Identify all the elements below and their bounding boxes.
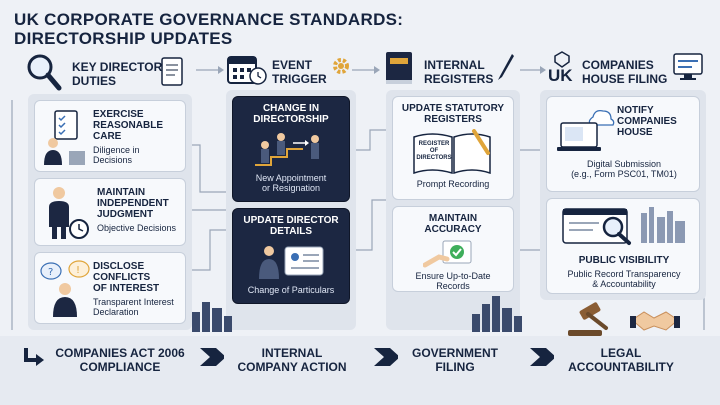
pen-icon [498,54,514,80]
flow-step-2: Internal Company Action [237,346,347,374]
duty-card-independent-judgment: Maintain Independent Judgment Objective … [34,178,186,246]
connector-card3 [190,229,230,271]
duty-card-2-title: Maintain Independent Judgment [97,187,169,220]
book-pen-icon [386,52,412,84]
chevron-right-icon-4 [530,348,554,366]
column-heading-3: Internal Registers [424,58,494,86]
city-skyline-icon-2 [472,296,522,332]
column-heading-1: Key Director Duties [72,60,163,88]
connector-card1 [190,144,230,193]
flow-bar [0,336,720,405]
title-line-1: UK Corporate Governance Standards: [14,10,404,29]
register-card-update-statutory-registers: Update Statutory Registers Register of D… [392,96,514,200]
register-card-2-title: Maintain Accuracy [424,213,482,235]
register-card-2-subtitle: Ensure Up-to-Date Records [415,271,491,291]
calendar-gear-icon [227,56,267,85]
arrowhead-3 [540,66,546,74]
city-skyline-icon [192,302,232,332]
svg-text:!: ! [76,265,80,276]
title-line-2: Directorship Updates [14,29,233,48]
column-heading-4: Companies House Filing [582,58,668,86]
trigger-card-2-subtitle: Change of Particulars [247,285,335,295]
register-card-1-subtitle: Prompt Recording [416,179,490,189]
duty-card-1-subtitle: Diligence in Decisions [93,145,140,165]
column-heading-2: Event Trigger [272,58,327,86]
document-icon [161,57,183,86]
flow-step-1: Companies Act 2006 Compliance [55,346,185,374]
flow-step-3: Government Filing [411,346,498,374]
browser-magnifier-skyline-icon [562,207,685,245]
duty-card-reasonable-care: Exercise Reasonable Care Diligence in De… [34,100,186,172]
arrowhead-1 [218,66,224,74]
trigger-card-1-subtitle: New Appointment or Resignation [255,173,327,193]
page-title: UK Corporate Governance Standards: Direc… [14,10,403,48]
register-book-label: Register of Directors [416,141,452,161]
gavel-icon [568,302,608,336]
uk-crest-icon [554,51,570,68]
trigger-card-1-title: Change in Directorship [253,103,329,125]
filing-card-1-subtitle: Digital Submission (e.g., Form PSC01, TM… [571,159,677,179]
handshake-icon [630,311,680,331]
monitor-icon [673,53,703,80]
filing-card-public-visibility: Public Visibility Public Record Transpar… [546,198,700,294]
people-stairs-icon [255,133,319,166]
flow-step-4: Legal Accountability [568,346,674,374]
filing-card-1-title: Notify Companies House [617,105,677,138]
duty-card-3-subtitle: Transparent Interest Declaration [93,297,174,317]
register-card-1-title: Update Statutory Registers [401,103,505,125]
filing-card-2-subtitle: Public Record Transparency & Accountabil… [567,269,681,289]
open-book-icon [413,129,491,175]
person-clock-icon [49,187,89,239]
chevron-right-icon-2 [200,348,224,366]
gear-icon [333,58,349,74]
duty-card-3-title: Disclose Conflicts of Interest [93,261,160,294]
svg-text:?: ? [48,267,53,278]
filing-card-2-title: Public Visibility [578,255,670,266]
filing-card-notify-companies-house: Notify Companies House Digital Submissio… [546,96,700,192]
register-card-maintain-accuracy: Maintain Accuracy Ensure Up-to-Date Reco… [392,206,514,292]
duty-card-1-title: Exercise Reasonable Care [93,109,164,142]
register-open-book: Register of Directors [412,129,494,175]
uk-label: UK [548,66,573,85]
chevron-right-icon-1 [24,348,44,366]
duty-card-2-subtitle: Objective Decisions [97,223,177,233]
duty-card-conflicts-of-interest: ? ! Disclose Conflicts of Interest Trans… [34,252,186,324]
arrowhead-2 [374,66,380,74]
checklist-person-icon [44,110,85,165]
trigger-card-change-in-directorship: Change in Directorship New Appointment o… [232,96,350,202]
laptop-cloud-icon [557,109,615,151]
magnifier-icon [27,54,62,91]
trigger-card-update-director-details: Update Director Details Change of Partic… [232,208,350,304]
chevron-right-icon-3 [374,348,398,366]
hand-check-icon [423,240,472,268]
person-id-card-icon [259,246,324,279]
speech-bubbles-person-icon: ? ! [40,260,90,317]
trigger-card-2-title: Update Director Details [243,215,339,237]
